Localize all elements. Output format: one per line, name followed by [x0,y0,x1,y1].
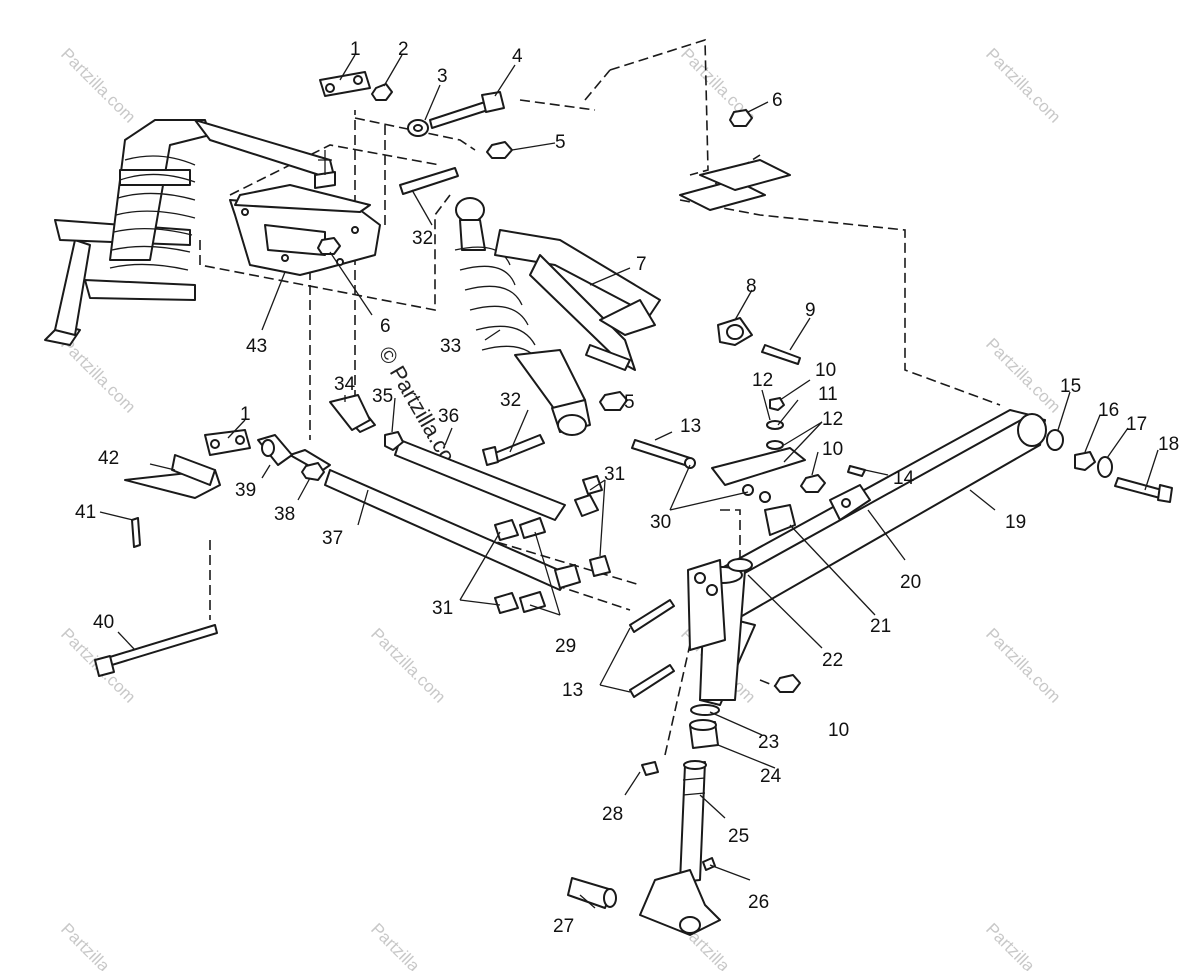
watermark: Partzilla.com [57,334,139,416]
callout-1: 1 [350,39,361,60]
callout-42: 42 [98,448,119,469]
callout-1: 1 [240,404,251,425]
watermark: Partzilla.com [982,919,1064,971]
callout-13: 13 [562,680,583,701]
upper-control-arm [494,229,661,371]
callout-22: 22 [822,650,843,671]
callout-18: 18 [1158,434,1179,455]
watermark: Partzilla.com [982,334,1064,416]
callout-29: 29 [555,636,576,657]
main-shock-absorber [454,197,591,436]
spindle-assembly [639,559,746,936]
watermark: Partzilla.com [57,919,139,971]
callout-13: 13 [680,416,701,437]
callout-11: 11 [818,384,838,405]
chassis-frame [199,38,1001,756]
leader-lines [99,54,1159,909]
callout-16: 16 [1098,400,1119,421]
rod-36 [394,439,566,521]
watermark: Partzilla.com [57,44,139,126]
callout-24: 24 [760,766,782,787]
callout-10: 10 [822,439,843,460]
callout-7: 7 [636,254,647,275]
trailing-arm [699,409,1047,706]
callout-21: 21 [870,616,891,637]
callout-25: 25 [728,826,749,847]
upper-mount-bracket [229,150,381,276]
callout-38: 38 [274,504,295,525]
chassis-mount-plate [679,159,791,211]
callout-35: 35 [372,386,393,407]
callout-39: 39 [235,480,256,501]
watermark: Partzilla.com [982,44,1064,126]
callout-41: 41 [75,502,96,523]
callout-5: 5 [555,132,566,153]
callout-10: 10 [828,720,849,741]
callout-34: 34 [334,374,356,395]
callout-6: 6 [772,90,783,111]
tie-rod-set [289,399,571,591]
callout-31: 31 [604,464,625,485]
callout-32: 32 [500,390,521,411]
callout-20: 20 [900,572,921,593]
callout-14: 14 [893,468,915,489]
callout-2: 2 [398,39,409,60]
callout-15: 15 [1060,376,1081,397]
callout-10: 10 [815,360,836,381]
callout-17: 17 [1126,414,1147,435]
watermark: Partzilla.com [367,624,449,706]
callout-9: 9 [805,300,816,321]
callout-3: 3 [437,66,448,87]
callout-8: 8 [746,276,757,297]
callout-32: 32 [412,228,433,249]
callout-30: 30 [650,512,671,533]
callout-12: 12 [752,370,773,391]
callout-19: 19 [1005,512,1026,533]
callout-43: 43 [246,336,267,357]
callout-12: 12 [822,409,843,430]
callout-31: 31 [432,598,453,619]
callout-6: 6 [380,316,391,337]
watermark: Partzilla.com [367,919,449,971]
callout-labels: 1 1 2 3 4 5 5 6 6 7 8 9 10 10 10 11 12 1… [75,39,1179,937]
callout-26: 26 [748,892,769,913]
callout-28: 28 [602,804,623,825]
callout-5: 5 [624,392,635,413]
callout-36: 36 [438,406,459,427]
callout-33: 33 [440,336,461,357]
callout-27: 27 [553,916,574,937]
callout-23: 23 [758,732,779,753]
callout-40: 40 [93,612,114,633]
left-suspension-assembly [44,119,336,346]
watermark: Partzilla.com [982,624,1064,706]
rod-37 [324,469,571,591]
callout-4: 4 [512,46,523,67]
callout-37: 37 [322,528,343,549]
small-parts [94,71,1173,909]
